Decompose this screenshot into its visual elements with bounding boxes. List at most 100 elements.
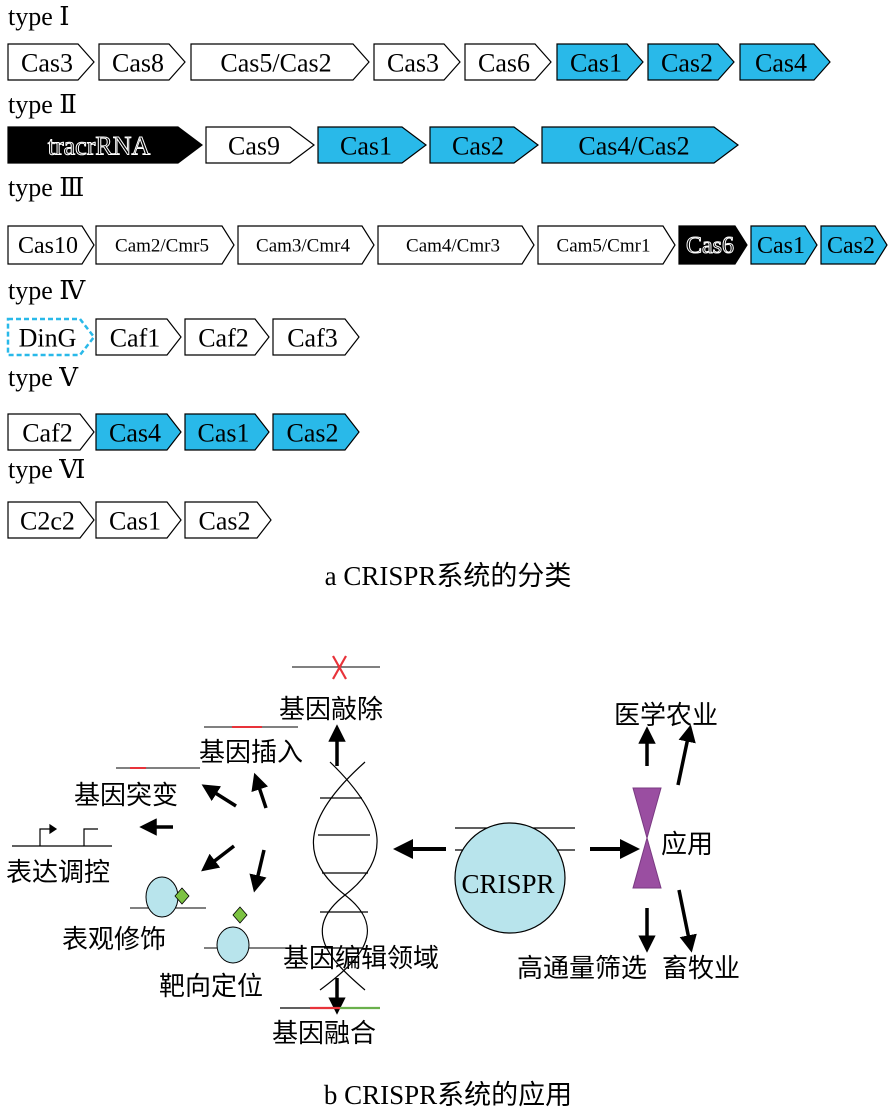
type-label: type Ⅴ — [8, 363, 79, 392]
gene-arrow — [7, 126, 203, 164]
gene-arrow — [373, 43, 461, 81]
arrow-to-insertion — [251, 772, 269, 809]
gene-label: Cas4 — [755, 49, 807, 78]
label-epigenetic: 表观修饰 — [62, 925, 166, 955]
type-label: type Ⅳ — [8, 276, 86, 305]
gene-label: Cas4/Cas2 — [578, 132, 689, 161]
gene-arrow — [541, 126, 739, 164]
label-editing-domain: 基因编辑领域 — [283, 944, 439, 974]
gene-label: Cas1 — [570, 49, 622, 78]
gene-label: Cas6 — [686, 233, 734, 259]
gene-label: Cam2/Cmr5 — [115, 236, 209, 257]
gene-arrow — [95, 318, 182, 356]
gene-arrow — [95, 225, 235, 265]
gene-arrow — [647, 43, 735, 81]
gene-arrow — [95, 501, 182, 539]
gene-arrow — [377, 225, 535, 265]
gene-arrow — [95, 413, 182, 451]
arrow-to-mutation — [201, 784, 237, 808]
gene-arrow — [464, 43, 552, 81]
gene-label: Caf2 — [22, 419, 73, 448]
gene-label: Cam3/Cmr4 — [256, 236, 350, 257]
protein-icon — [145, 876, 179, 918]
gene-arrow — [537, 225, 676, 265]
gene-label: Cas8 — [112, 49, 164, 78]
label-medicine: 医学农业 — [614, 701, 718, 731]
dna-helix-icon — [312, 761, 378, 991]
label-screening: 高通量筛选 — [517, 954, 647, 984]
gene-label: Cas2 — [452, 132, 504, 161]
gene-label: Cas2 — [827, 233, 875, 259]
gene-label: Caf1 — [110, 324, 161, 353]
gene-arrow — [184, 318, 270, 356]
caption-b: b CRISPR系统的应用 — [324, 1080, 572, 1110]
gene-arrow — [237, 225, 375, 265]
gene-arrow — [317, 126, 427, 164]
gene-label: Cam5/Cmr1 — [557, 236, 651, 257]
gene-arrow — [820, 225, 888, 265]
label-livestock: 畜牧业 — [662, 954, 740, 984]
cross-icon — [332, 655, 347, 680]
gene-arrow — [750, 225, 818, 265]
label-regulation: 表达调控 — [6, 858, 110, 888]
gene-arrow — [678, 225, 748, 265]
diamond-icon-2 — [232, 906, 248, 924]
gene-label: tracrRNA — [48, 132, 151, 161]
gene-label: Cas6 — [478, 49, 530, 78]
type-label: type Ⅲ — [8, 173, 84, 202]
arrow-to-agriculture — [676, 724, 696, 786]
gene-arrow — [184, 501, 272, 539]
gene-arrow — [272, 413, 360, 451]
gene-label: Cas3 — [387, 49, 439, 78]
gene-label: Cas2 — [661, 49, 713, 78]
gene-arrow — [7, 501, 95, 539]
protein-icon-2 — [216, 926, 250, 964]
crispr-application-panel: CRISPR 基因敲除 基因插入 基因突变 — [6, 655, 740, 1049]
gene-label: Caf3 — [287, 324, 338, 353]
label-insertion: 基因插入 — [199, 738, 303, 768]
gene-label: Cas2 — [287, 419, 339, 448]
gene-label: Cas9 — [228, 132, 280, 161]
gene-arrow — [739, 43, 831, 81]
type-label: type Ⅰ — [8, 2, 70, 31]
gene-arrow — [7, 413, 95, 451]
gene-label: Cas2 — [199, 507, 251, 536]
hourglass-icon — [632, 787, 662, 889]
label-application: 应用 — [661, 830, 713, 860]
gene-arrow — [98, 43, 186, 81]
gene-label: Cas5/Cas2 — [220, 49, 331, 78]
gene-label: Cas1 — [340, 132, 392, 161]
label-knockout: 基因敲除 — [279, 695, 383, 725]
arrow-to-epigenetic — [201, 844, 236, 872]
crispr-center-label: CRISPR — [461, 869, 554, 899]
promoter-icon — [12, 823, 112, 847]
label-mutation: 基因突变 — [74, 781, 178, 811]
label-targeting: 靶向定位 — [159, 972, 263, 1002]
gene-label: Cas1 — [109, 507, 161, 536]
diamond-icon — [174, 887, 190, 905]
gene-label: Cas1 — [198, 419, 250, 448]
crispr-circle — [454, 822, 566, 934]
gene-arrow — [184, 413, 270, 451]
gene-arrow — [7, 225, 95, 265]
type-label: type Ⅱ — [8, 90, 77, 119]
gene-label: Cas10 — [18, 233, 78, 259]
gene-label: Cas3 — [21, 49, 73, 78]
gene-arrow — [7, 43, 95, 81]
gene-arrow — [429, 126, 539, 164]
gene-arrow — [205, 126, 315, 164]
arrow-to-targeting — [249, 849, 267, 893]
gene-label: Cas1 — [757, 233, 805, 259]
gene-arrow — [6, 317, 96, 357]
gene-label: C2c2 — [20, 507, 75, 536]
gene-arrow — [556, 43, 644, 81]
gene-arrow — [272, 318, 360, 356]
type-label: type Ⅵ — [8, 455, 85, 484]
gene-label: Caf2 — [198, 324, 249, 353]
gene-label: Cas4 — [109, 419, 161, 448]
arrow-to-livestock — [677, 889, 697, 953]
gene-label: DinG — [19, 324, 77, 353]
